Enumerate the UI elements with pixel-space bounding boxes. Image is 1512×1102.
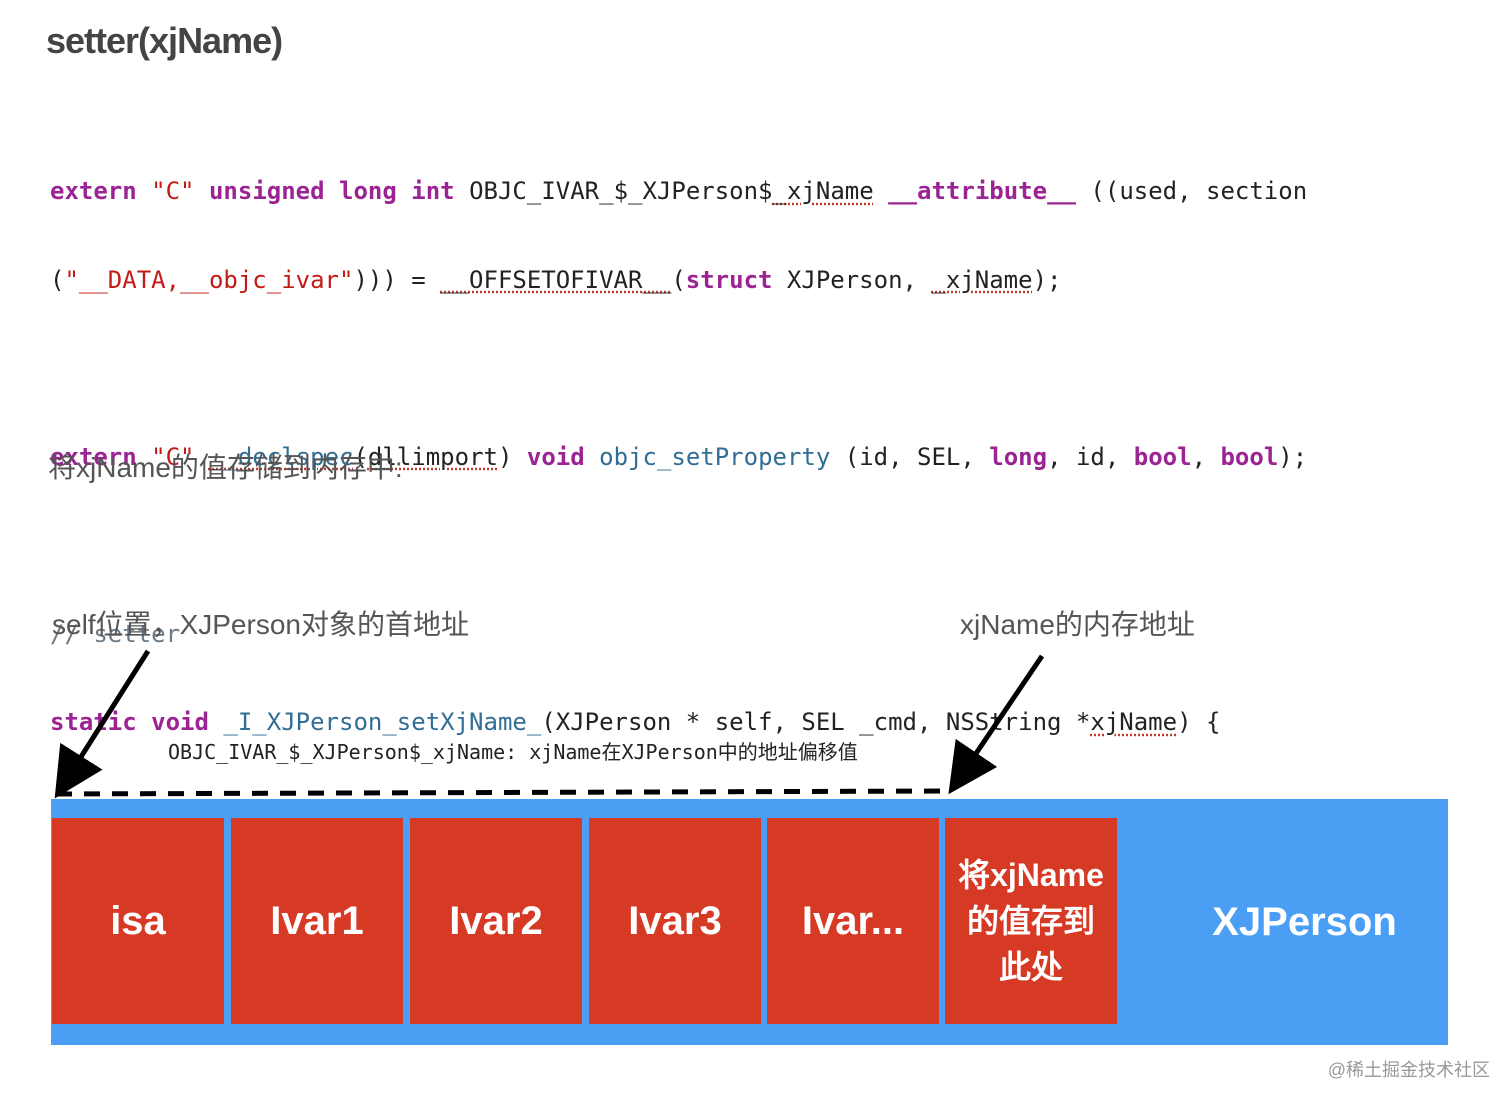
code-token: ) [497, 442, 527, 471]
code-token: dllimport [367, 442, 498, 471]
code-token: static [50, 708, 137, 736]
code-token: _xjName [931, 265, 1033, 294]
memory-cell-ivar1: Ivar1 [231, 818, 403, 1024]
code-line-setproperty-decl: extern "C" __declspec(dllimport) void ob… [50, 443, 1307, 473]
code-token: ) { [1177, 708, 1221, 736]
code-token: _I_XJPerson_setXjName_ [223, 708, 542, 736]
code-token: unsigned [208, 177, 325, 205]
offset-dashed-line [55, 788, 945, 797]
code-token: void [526, 442, 585, 471]
code-token: "C" [151, 177, 195, 205]
code-token: __declspec [208, 442, 354, 471]
code-token: extern [50, 442, 137, 471]
code-token: void [151, 708, 209, 736]
arrow-to-xjname [948, 654, 1045, 795]
page-title: setter(xjName) [46, 20, 283, 61]
memory-cell-ivar2: Ivar2 [410, 818, 582, 1024]
code-token: ); [1278, 442, 1308, 471]
memory-cell-isa: isa [52, 818, 224, 1024]
code-token: , id, [1047, 442, 1134, 471]
memory-cell-ivar-more: Ivar... [767, 818, 939, 1024]
code-token: objc_setProperty [599, 442, 831, 471]
code-token: XJPerson, [772, 265, 932, 294]
arrow-to-self [54, 649, 151, 799]
code-token: __OFFSETOFIVAR__ [440, 265, 672, 294]
code-token: (id, SEL, [830, 442, 990, 471]
code-token: OBJC_IVAR_$_XJPerson$ [454, 177, 773, 205]
xjperson-object-label: XJPerson [1212, 899, 1397, 944]
code-token: , [1191, 442, 1221, 471]
code-token: xjName [1090, 708, 1178, 736]
memory-cell-ivar3: Ivar3 [589, 818, 761, 1024]
xjname-address-label: xjName的内存地址 [960, 609, 1195, 640]
code-token: struct [685, 265, 773, 294]
code-token: long [339, 177, 397, 205]
code-token: int [411, 177, 455, 205]
code-token: ( [353, 442, 368, 471]
code-token: __attribute__ [888, 177, 1076, 205]
code-token: "__DATA,__objc_ivar" [64, 265, 354, 294]
code-token: ( [50, 265, 65, 294]
code-token: (XJPerson * self, SEL _cmd, NSString * [541, 708, 1091, 736]
code-token: extern [50, 177, 137, 205]
code-token: ); [1032, 265, 1062, 294]
code-line-ivar-decl-cont: ("__DATA,__objc_ivar"))) = __OFFSETOFIVA… [50, 266, 1307, 296]
code-token: long [989, 442, 1048, 471]
code-token: bool [1220, 442, 1279, 471]
watermark: @稀土掘金技术社区 [1327, 1060, 1490, 1080]
offset-note: OBJC_IVAR_$_XJPerson$_xjName: xjName在XJP… [168, 740, 858, 764]
code-line-setter-signature: static void _I_XJPerson_setXjName_(XJPer… [50, 708, 1307, 738]
section-label: 将xjName的值存储到内存中: [48, 452, 403, 483]
code-token: _xjName [772, 177, 874, 205]
code-token: "C" [151, 442, 195, 471]
code-token: ((used, section [1075, 177, 1308, 205]
code-line-ivar-decl: extern "C" unsigned long int OBJC_IVAR_$… [50, 177, 1307, 207]
code-line-comment: // setter [50, 620, 1307, 650]
code-token: ))) = [353, 265, 441, 294]
code-token: bool [1133, 442, 1192, 471]
code-token: ( [671, 265, 686, 294]
code-token: // setter [50, 619, 181, 648]
self-position-label: self位置，XJPerson对象的首地址 [52, 609, 469, 640]
